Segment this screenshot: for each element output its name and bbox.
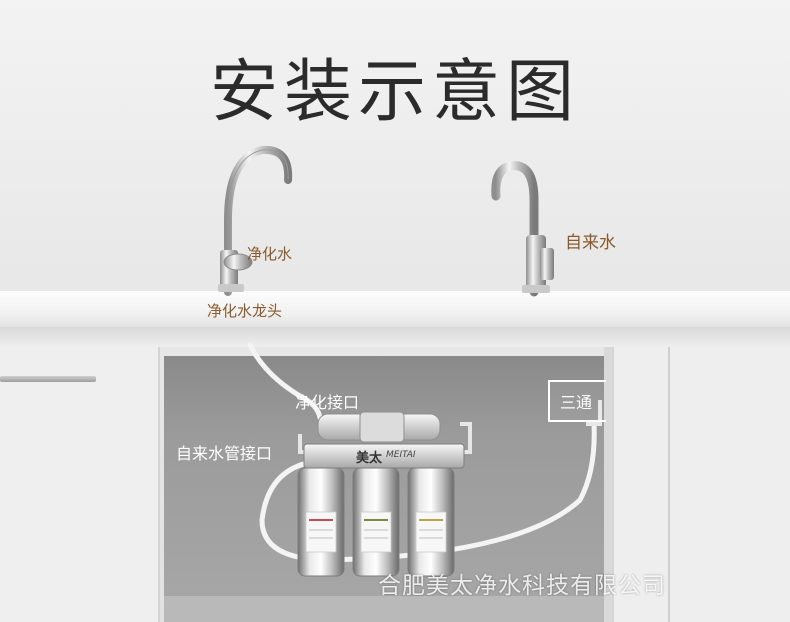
cabinet-handle: [0, 376, 96, 382]
tee-fitting-outline: [548, 380, 606, 422]
company-watermark: 合肥美太净水科技有限公司: [378, 573, 666, 599]
right-cabinet-door: [612, 347, 790, 622]
cabinet-divider: [604, 347, 612, 622]
cabinet-floor: [164, 596, 604, 622]
purifier-faucet: [218, 145, 293, 296]
purified-hose: [247, 342, 323, 421]
water-purifier-unit: [297, 411, 472, 577]
brand-logo-latin: MEITAI: [386, 450, 416, 460]
left-cabinet-door: [0, 347, 160, 622]
tee-connector: [586, 400, 602, 426]
label-purifier-faucet: 净化水龙头: [207, 302, 283, 320]
label-purified-water: 净化水: [247, 245, 293, 263]
tap-water-faucet: [491, 161, 554, 297]
countertop-edge: [0, 327, 790, 347]
label-purified-port: 净化接口: [295, 393, 360, 412]
label-tap-pipe-port: 自来水管接口: [176, 444, 273, 463]
countertop: [0, 291, 790, 328]
label-tap-water: 自来水: [565, 233, 616, 253]
label-tee: 三通: [560, 393, 593, 412]
brand-logo-text: 美太: [356, 451, 383, 466]
cabinet-seam: [668, 347, 670, 622]
page-title: 安装示意图: [209, 53, 580, 132]
